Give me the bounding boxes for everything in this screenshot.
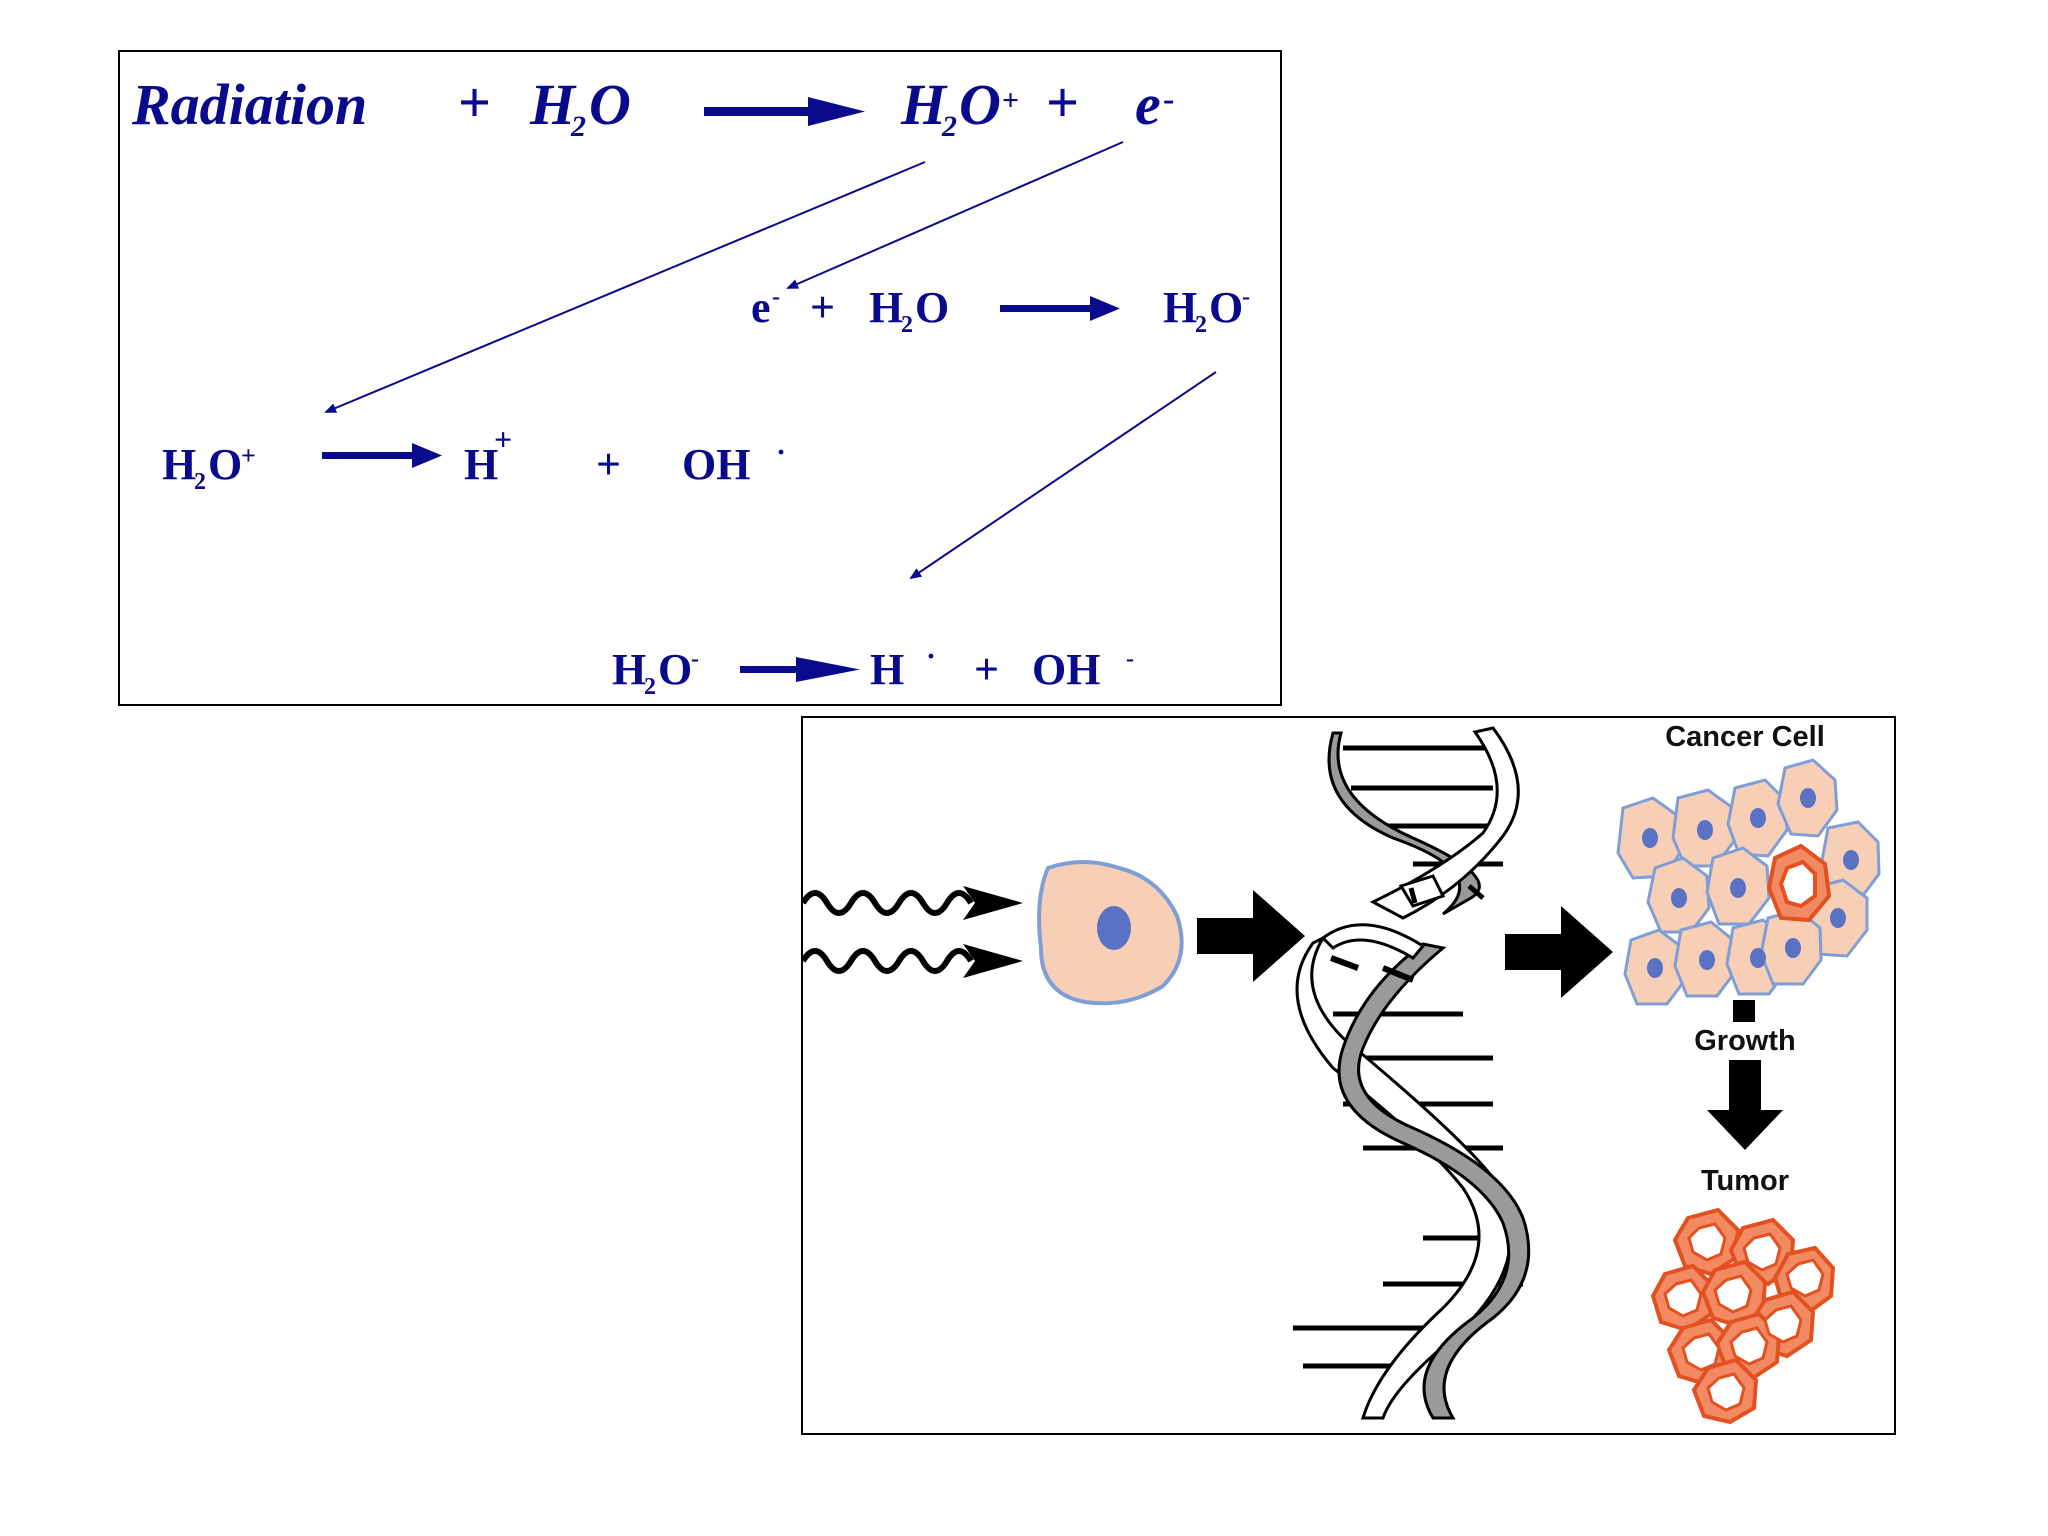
- anion-charge-minus: -: [1242, 284, 1250, 310]
- radical-dot: ·: [776, 436, 786, 469]
- electron-symbol: e: [1135, 72, 1161, 137]
- cluster-nucleus: [1642, 828, 1658, 848]
- tumor-cell-center: [1681, 1332, 1721, 1372]
- reaction-arrow-top: [704, 97, 865, 126]
- arrow-anion-to-dissociation: [909, 371, 1217, 580]
- cell-nucleus: [1097, 906, 1131, 950]
- plus-sign: +: [974, 645, 999, 694]
- hydroxide-symbol: OH: [1032, 645, 1100, 694]
- water-formula-H: H: [869, 283, 903, 332]
- water-formula-subscript: 2: [570, 110, 586, 143]
- cluster-nucleus: [1699, 950, 1715, 970]
- radiation-wave: [803, 890, 974, 916]
- anion-formula-O: O: [658, 645, 692, 694]
- hydrogen-radical-symbol: H: [870, 645, 904, 694]
- radiation-wave: [803, 948, 974, 974]
- ion-charge-plus: +: [1002, 84, 1019, 117]
- anion-formula-O: O: [1209, 283, 1243, 332]
- radiation-damage-panel: Cancer Cell: [801, 716, 1896, 1435]
- plus-sign: +: [1046, 70, 1079, 135]
- cluster-nucleus: [1671, 888, 1687, 908]
- hydrogen-ion-charge: +: [494, 421, 512, 457]
- plus-sign: +: [458, 70, 491, 135]
- cluster-nucleus: [1697, 820, 1713, 840]
- radiation-arrowhead: [963, 886, 1023, 920]
- arrow-electron-to-capture: [786, 141, 1124, 289]
- cluster-nucleus: [1800, 788, 1816, 808]
- water-formula-H: H: [529, 72, 577, 137]
- process-arrow: [1505, 906, 1613, 998]
- hydroxide-charge: -: [1126, 646, 1134, 672]
- reaction-arrow-capture: [1000, 296, 1120, 321]
- reaction-arrow-ion: [322, 443, 442, 468]
- cell-cluster: [1616, 758, 1881, 1006]
- plus-sign: +: [596, 440, 621, 489]
- radiation-arrowhead: [963, 944, 1023, 978]
- anion-charge-minus: -: [691, 646, 699, 672]
- water-formula-O: O: [915, 283, 949, 332]
- anion-formula-subscript: 2: [644, 674, 656, 700]
- cluster-nucleus: [1750, 808, 1766, 828]
- tumor-label: Tumor: [1701, 1165, 1789, 1197]
- radical-dot: ·: [926, 640, 936, 673]
- growth-label: Growth: [1694, 1025, 1796, 1057]
- water-formula-O: O: [589, 72, 631, 137]
- ion-formula-O: O: [959, 72, 1001, 137]
- cancer-cell-label: Cancer Cell: [1665, 721, 1825, 753]
- ion-formula-H: H: [900, 72, 948, 137]
- normal-cell: [1037, 860, 1184, 1006]
- radiation-waves: [803, 890, 974, 974]
- reaction-arrow-anion: [740, 657, 860, 682]
- cluster-nucleus: [1750, 948, 1766, 968]
- tumor-cell-center: [1706, 1372, 1746, 1412]
- electron-charge-minus: -: [772, 284, 780, 310]
- anion-formula-H: H: [612, 645, 646, 694]
- hydroxyl-radical-symbol: OH: [682, 440, 750, 489]
- ion-formula-subscript: 2: [194, 469, 206, 495]
- dna-upper-fragment: [1327, 726, 1520, 920]
- dna-lower-fragment: [1293, 923, 1531, 1420]
- ion-formula-O: O: [208, 440, 242, 489]
- tumor-cell-center: [1687, 1222, 1727, 1262]
- growth-arrow: [1707, 1060, 1783, 1150]
- tumor-cell-center: [1713, 1274, 1753, 1314]
- process-arrow: [1197, 890, 1305, 982]
- hydrogen-ion-symbol: H: [464, 440, 498, 489]
- cluster-nucleus: [1647, 958, 1663, 978]
- electron-charge-minus: -: [1163, 81, 1174, 118]
- growth-arrow-stem: [1733, 1000, 1755, 1022]
- cluster-nucleus: [1843, 850, 1859, 870]
- radiation-damage-diagram: Cancer Cell: [803, 721, 1881, 1425]
- tumor-cell-center: [1742, 1232, 1782, 1272]
- electron-symbol: e: [751, 283, 771, 332]
- cluster-nucleus: [1830, 908, 1846, 928]
- tumor: [1650, 1207, 1836, 1425]
- ion-charge-plus: +: [241, 441, 256, 470]
- plus-sign: +: [810, 283, 835, 332]
- cluster-nucleus: [1730, 878, 1746, 898]
- ion-formula-subscript: 2: [941, 110, 957, 143]
- radiation-label: Radiation: [131, 72, 367, 137]
- ion-formula-H: H: [162, 440, 196, 489]
- reaction-diagram: Radiation + H 2 O H 2 O + + e - e - + H …: [131, 70, 1250, 700]
- arrow-ion-to-dissociation: [324, 161, 926, 413]
- tumor-cell-center: [1729, 1326, 1769, 1366]
- anion-formula-subscript: 2: [1195, 312, 1207, 338]
- tumor-cell-center: [1785, 1258, 1825, 1298]
- cancer-cell: [1766, 843, 1832, 923]
- cluster-nucleus: [1785, 938, 1801, 958]
- tumor-cell-center: [1663, 1278, 1703, 1318]
- water-formula-subscript: 2: [901, 312, 913, 338]
- tumor-cell-center: [1763, 1304, 1803, 1344]
- anion-formula-H: H: [1163, 283, 1197, 332]
- reaction-panel: Radiation + H 2 O H 2 O + + e - e - + H …: [118, 50, 1282, 706]
